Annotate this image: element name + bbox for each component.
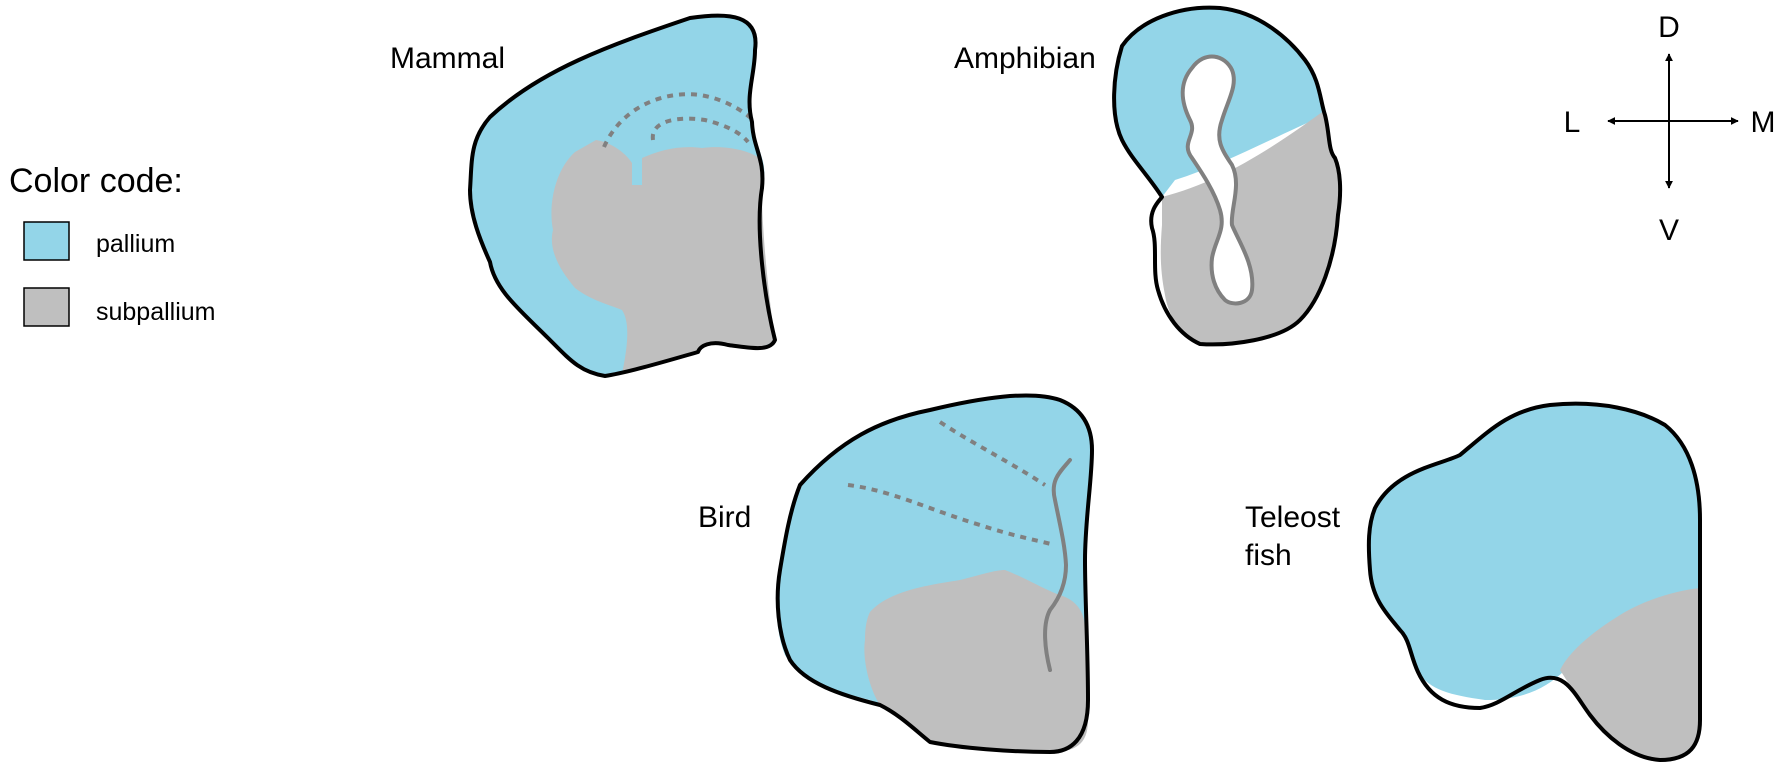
subpallium-swatch (24, 288, 69, 326)
ventral-label: V (1659, 214, 1679, 247)
amphibian-label: Amphibian (954, 42, 1096, 75)
legend-title: Color code: (9, 162, 183, 200)
bird-brain: Bird (698, 395, 1092, 752)
dorsal-label: D (1658, 11, 1680, 44)
medial-label: M (1751, 106, 1776, 139)
pallium-legend-label: pallium (96, 230, 175, 258)
legend: Color code: pallium subpallium (9, 162, 216, 326)
amphibian-brain: Amphibian (954, 8, 1340, 345)
subpallium-legend-label: subpallium (96, 298, 216, 326)
pallium-swatch (24, 222, 69, 260)
bird-subpallium (864, 570, 1088, 752)
mammal-label: Mammal (390, 42, 505, 75)
mammal-brain: Mammal (390, 16, 775, 376)
teleost-label-line2: fish (1245, 539, 1292, 572)
orientation-compass: D V L M (1564, 11, 1776, 247)
teleost-brain: Teleost fish (1245, 404, 1701, 762)
lateral-label: L (1564, 106, 1581, 139)
bird-label: Bird (698, 501, 751, 534)
teleost-label-line1: Teleost (1245, 501, 1341, 534)
